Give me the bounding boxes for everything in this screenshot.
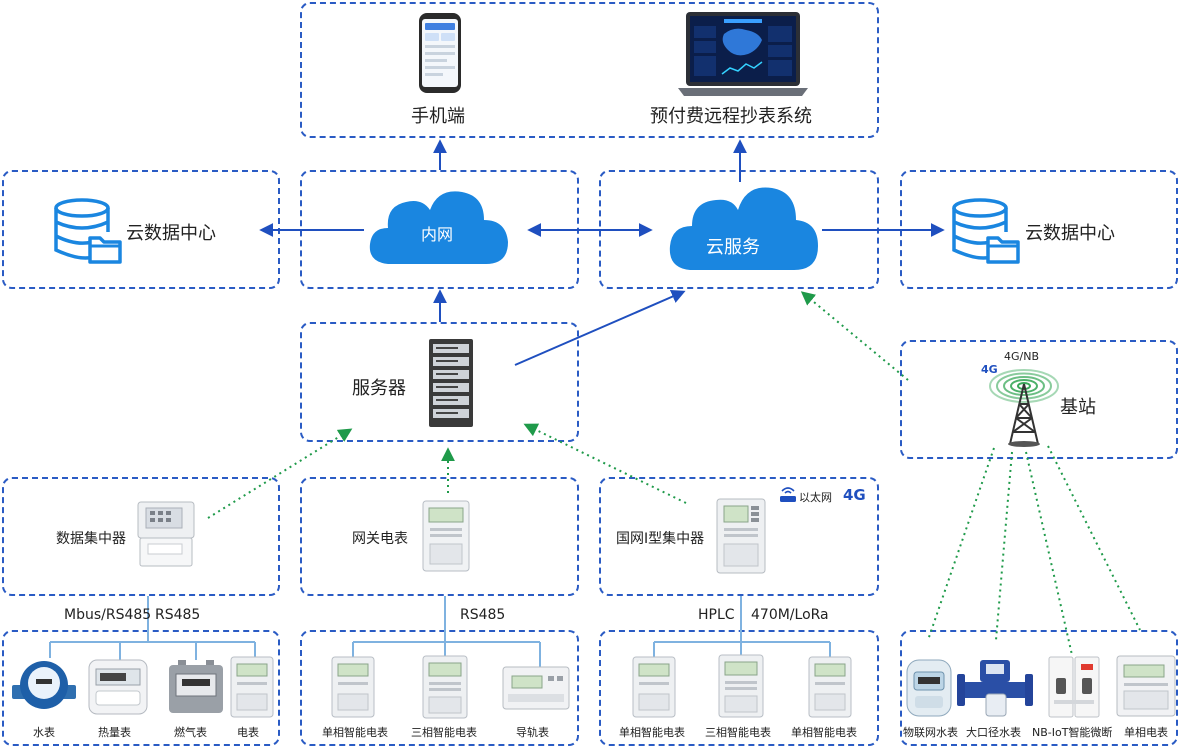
ethernet-router-icon [780, 487, 796, 502]
bus-label-mbus-rs485: Mbus/RS485 [64, 607, 152, 623]
green-line-bs-to-single-meter [1047, 445, 1141, 631]
type1-4g-badge: 4G [843, 486, 866, 504]
bus-label-rs485-left: RS485 [155, 607, 201, 623]
green-arrow-type1-to-server [523, 423, 687, 504]
server-box [300, 322, 579, 442]
devices-group3-box [599, 630, 879, 746]
device-label: 单相智能电表 [791, 726, 857, 739]
device-label: 水表 [33, 726, 55, 739]
smartphone-icon [419, 13, 461, 93]
device-label: 热量表 [98, 726, 131, 739]
base-station-label: 基站 [1060, 397, 1096, 418]
devices-group2-box [300, 630, 579, 746]
water-meter-device [12, 661, 76, 709]
green-arrow-concentrator-to-server [207, 428, 353, 519]
gateway-meter-label: 网关电表 [352, 531, 408, 547]
green-line-bs-to-iot-water [927, 447, 995, 641]
base-station-network-label: 4G/NB [1004, 350, 1040, 363]
single-phase-meter-device [808, 656, 852, 718]
cloud-service-label: 云服务 [706, 237, 760, 258]
green-arrow-basestation-to-cloud [800, 291, 909, 381]
server-label: 服务器 [352, 378, 406, 399]
gateway-meter-device [422, 500, 470, 572]
type1-concentrator-label: 国网I型集中器 [616, 531, 705, 547]
base-station-4g-badge: 4G [981, 363, 998, 376]
data-concentrator-box [2, 477, 280, 596]
top-clients-box [300, 2, 879, 138]
bus-label-470m-lora: 470M/LoRa [751, 607, 829, 623]
electric-meter-device [230, 656, 274, 718]
type1-concentrator-box [599, 477, 879, 596]
gas-meter-device [169, 660, 223, 713]
din-rail-meter-device [502, 666, 570, 710]
devices-group4-box [900, 630, 1178, 746]
device-label: 单相智能电表 [619, 726, 685, 739]
base-station-box [900, 340, 1178, 459]
devices-group1-box [2, 630, 280, 746]
single-phase-meter-device [331, 656, 375, 718]
data-concentrator-label: 数据集中器 [56, 531, 126, 547]
data-concentrator-device [137, 501, 195, 567]
three-phase-meter-device [718, 654, 764, 718]
server-rack-icon [429, 339, 473, 427]
bus-lines [49, 596, 831, 667]
device-label: 单相电表 [1124, 726, 1168, 739]
device-label: 物联网水表 [903, 726, 958, 739]
system-label: 预付费远程抄表系统 [650, 106, 812, 127]
mobile-label: 手机端 [411, 106, 465, 127]
iot-water-meter-device [906, 659, 952, 717]
device-label: 导轨表 [516, 726, 549, 739]
three-phase-meter-device [422, 655, 468, 719]
device-label: 电表 [237, 726, 259, 739]
intranet-label: 内网 [421, 225, 454, 244]
device-label: 大口径水表 [966, 726, 1021, 739]
arrow-server-to-cloud [514, 290, 686, 366]
cloud-service-icon [669, 187, 818, 270]
device-label: NB-IoT智能微断 [1032, 726, 1113, 739]
large-water-meter-device [957, 660, 1033, 717]
cloud-dc-right-label: 云数据中心 [1025, 223, 1115, 244]
ethernet-label: 以太网 [799, 491, 832, 504]
type1-concentrator-device [716, 498, 766, 574]
laptop-dashboard-icon [678, 12, 808, 96]
green-line-bs-to-nb-breaker [1025, 451, 1073, 656]
single-phase-meter-device [1116, 655, 1176, 717]
heat-meter-device [88, 659, 148, 715]
cloud-dc-left-label: 云数据中心 [126, 223, 216, 244]
device-label: 单相智能电表 [322, 726, 388, 739]
green-line-bs-to-large-water [995, 451, 1013, 641]
device-label: 三相智能电表 [411, 726, 477, 739]
database-icon [54, 198, 122, 264]
device-label: 三相智能电表 [705, 726, 771, 739]
single-phase-meter-device [632, 656, 676, 718]
bus-label-rs485-mid: RS485 [460, 607, 506, 623]
cell-tower-icon [989, 369, 1059, 447]
database-icon [952, 198, 1020, 264]
nb-iot-breaker-device [1048, 656, 1100, 718]
gateway-meter-box [300, 477, 579, 596]
bus-label-hplc: HPLC [698, 607, 735, 623]
device-label: 燃气表 [174, 726, 207, 739]
intranet-cloud-icon [369, 191, 508, 264]
